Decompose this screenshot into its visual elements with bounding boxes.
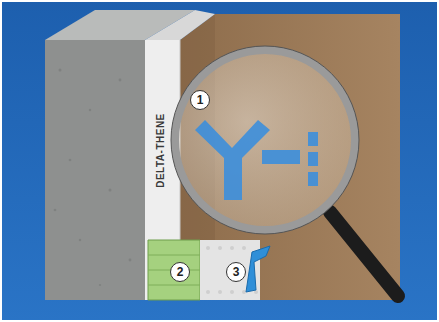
- callout-number: 1: [190, 90, 210, 110]
- callout-number: 2: [170, 262, 190, 282]
- insulation-lines: [148, 255, 200, 285]
- concrete-wall: [45, 40, 145, 300]
- blue-membrane-pattern: [195, 120, 318, 200]
- membrane-print: DELTA-THENE: [154, 113, 165, 188]
- blue-profile: [246, 246, 270, 292]
- callout-number: 3: [226, 262, 246, 282]
- insulation-board: [148, 240, 200, 300]
- magnifier-handle: [330, 212, 398, 296]
- magnifier-rim: [175, 50, 355, 230]
- membrane-top: [145, 10, 215, 40]
- magnifier-glass: [175, 50, 355, 230]
- magnifier-rim-edge: [171, 46, 359, 234]
- concrete-texture: [54, 69, 132, 287]
